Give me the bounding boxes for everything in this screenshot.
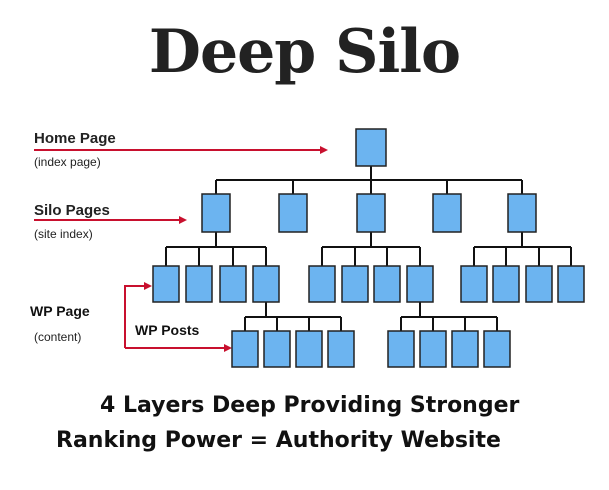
wp-page-box <box>460 265 488 303</box>
home-page-box <box>355 128 387 167</box>
wp-page-box <box>525 265 553 303</box>
silo-pages-label: Silo Pages <box>34 202 110 219</box>
wp-post-box <box>263 330 291 368</box>
wp-page-box <box>406 265 434 303</box>
wp-page-box <box>341 265 369 303</box>
diagram-title: Deep Silo <box>148 17 461 87</box>
wp-page-box <box>492 265 520 303</box>
wp-page-box <box>373 265 401 303</box>
wp-page-arrow <box>124 282 152 348</box>
silo-page-box <box>432 193 462 233</box>
caption-line-1: 4 Layers Deep Providing Stronger <box>100 393 520 418</box>
silo-page-box <box>507 193 537 233</box>
wp-page-box <box>185 265 213 303</box>
home-page-sublabel: (index page) <box>34 155 101 169</box>
wp-post-box <box>231 330 259 368</box>
silo-pages-sublabel: (site index) <box>34 227 93 241</box>
caption-line-2: Ranking Power = Authority Website <box>56 428 501 453</box>
wp-page-label: WP Page <box>30 303 90 319</box>
wp-post-box <box>483 330 511 368</box>
wp-page-box <box>152 265 180 303</box>
wp-post-box <box>419 330 447 368</box>
tree-connectors <box>165 166 572 331</box>
wp-post-box <box>295 330 323 368</box>
wp-post-box <box>327 330 355 368</box>
wp-page-box <box>308 265 336 303</box>
silo-page-box <box>278 193 308 233</box>
wp-post-box <box>387 330 415 368</box>
silo-page-box <box>356 193 386 233</box>
wp-page-box <box>557 265 585 303</box>
wp-page-box <box>252 265 280 303</box>
wp-page-box <box>219 265 247 303</box>
wp-posts-label: WP Posts <box>135 322 200 338</box>
silo-page-box <box>201 193 231 233</box>
wp-post-box <box>451 330 479 368</box>
wp-page-sublabel: (content) <box>34 330 81 344</box>
home-page-label: Home Page <box>34 130 116 147</box>
